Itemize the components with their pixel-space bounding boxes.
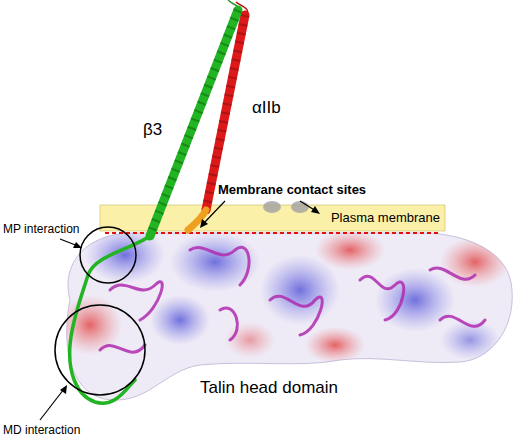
b3-helix <box>70 0 239 403</box>
membrane-contact <box>291 201 309 213</box>
callout-label: MP interaction <box>3 223 79 237</box>
membrane-band-node: Plasma membrane <box>100 205 445 231</box>
domain-label: Talin head domain <box>200 378 338 398</box>
interaction-circle <box>55 305 145 395</box>
callout-label: Membrane contact sites <box>218 183 366 198</box>
chain-label: αIIb <box>252 98 281 118</box>
callout-label: MD interaction <box>3 424 80 438</box>
chain-label: β3 <box>143 120 162 140</box>
interaction-circle <box>80 227 136 283</box>
band-label: Plasma membrane <box>331 211 440 226</box>
membrane-contact <box>263 201 281 213</box>
